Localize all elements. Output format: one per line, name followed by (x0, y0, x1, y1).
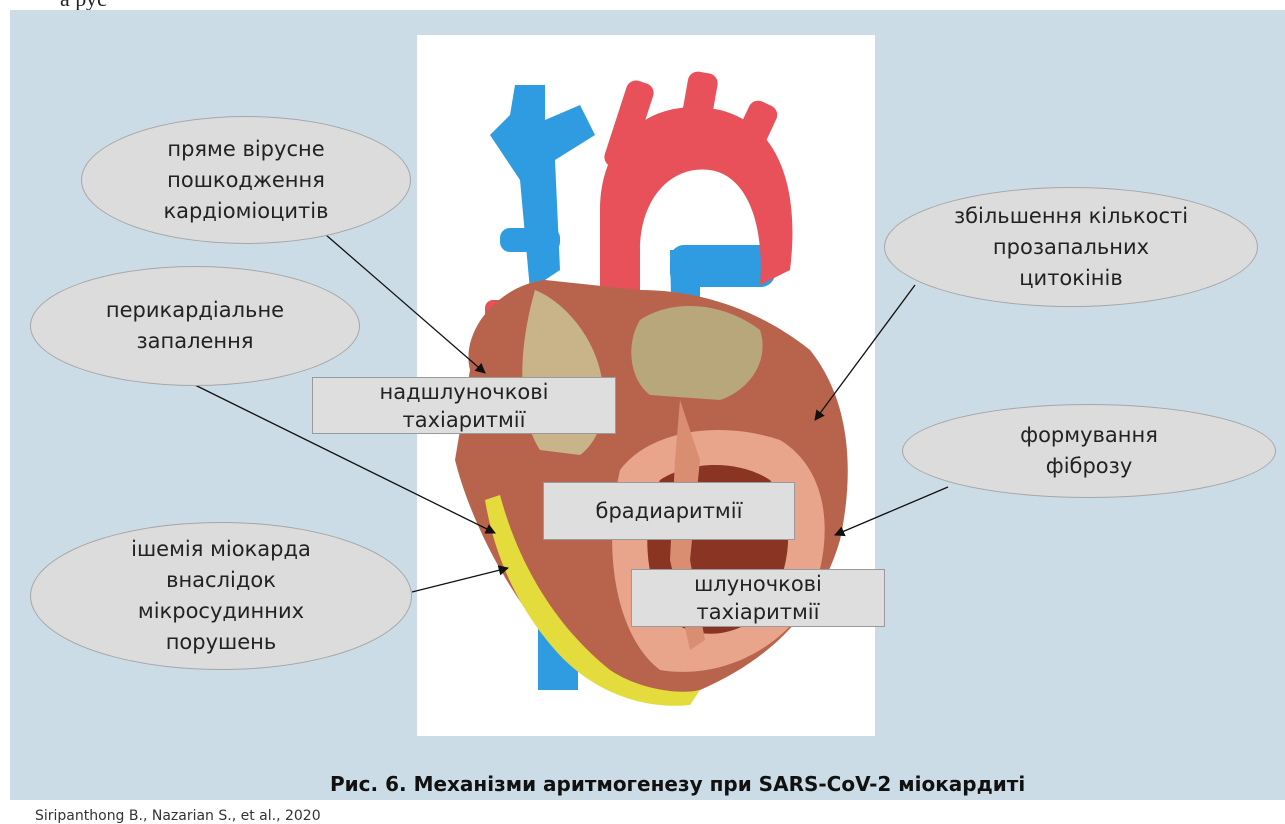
label-direct-viral-damage: пряме вірусне пошкодження кардіоміоцитів (81, 116, 411, 244)
label-pericardial-text: перикардіальне запалення (106, 295, 284, 357)
box-bradyarrhythmia: брадиаритмії (543, 482, 795, 540)
box-ventricular-tachyarrhythmia: шлуночкові тахіаритмії (631, 569, 885, 627)
arrow-ischemia (412, 568, 508, 592)
label-pericardial: перикардіальне запалення (30, 266, 360, 386)
box-bradyarrhythmia-text: брадиаритмії (596, 497, 743, 525)
label-cytokines-text: збільшення кількості прозапальних цитокі… (954, 201, 1188, 294)
label-ischemia-text: ішемія міокарда внаслідок мікросудинних … (131, 534, 311, 658)
label-cytokines: збільшення кількості прозапальних цитокі… (884, 187, 1258, 307)
label-fibrosis-text: формування фіброзу (1020, 420, 1158, 482)
box-supraventricular-text: надшлуночкові тахіаритмії (380, 378, 549, 434)
label-ischemia: ішемія міокарда внаслідок мікросудинних … (30, 522, 412, 670)
figure-caption: Рис. 6. Механізми аритмогенезу при SARS-… (330, 772, 1070, 796)
arrow-cytokines (815, 285, 915, 420)
box-ventricular-text: шлуночкові тахіаритмії (694, 570, 822, 626)
label-fibrosis: формування фіброзу (902, 404, 1276, 498)
box-supraventricular-tachyarrhythmia: надшлуночкові тахіаритмії (312, 377, 616, 434)
arrow-fibrosis (835, 487, 948, 535)
left-atrium (631, 306, 762, 400)
source-citation: Siripanthong B., Nazarian S., et al., 20… (35, 808, 321, 824)
label-direct-viral-damage-text: пряме вірусне пошкодження кардіоміоцитів (164, 134, 329, 227)
